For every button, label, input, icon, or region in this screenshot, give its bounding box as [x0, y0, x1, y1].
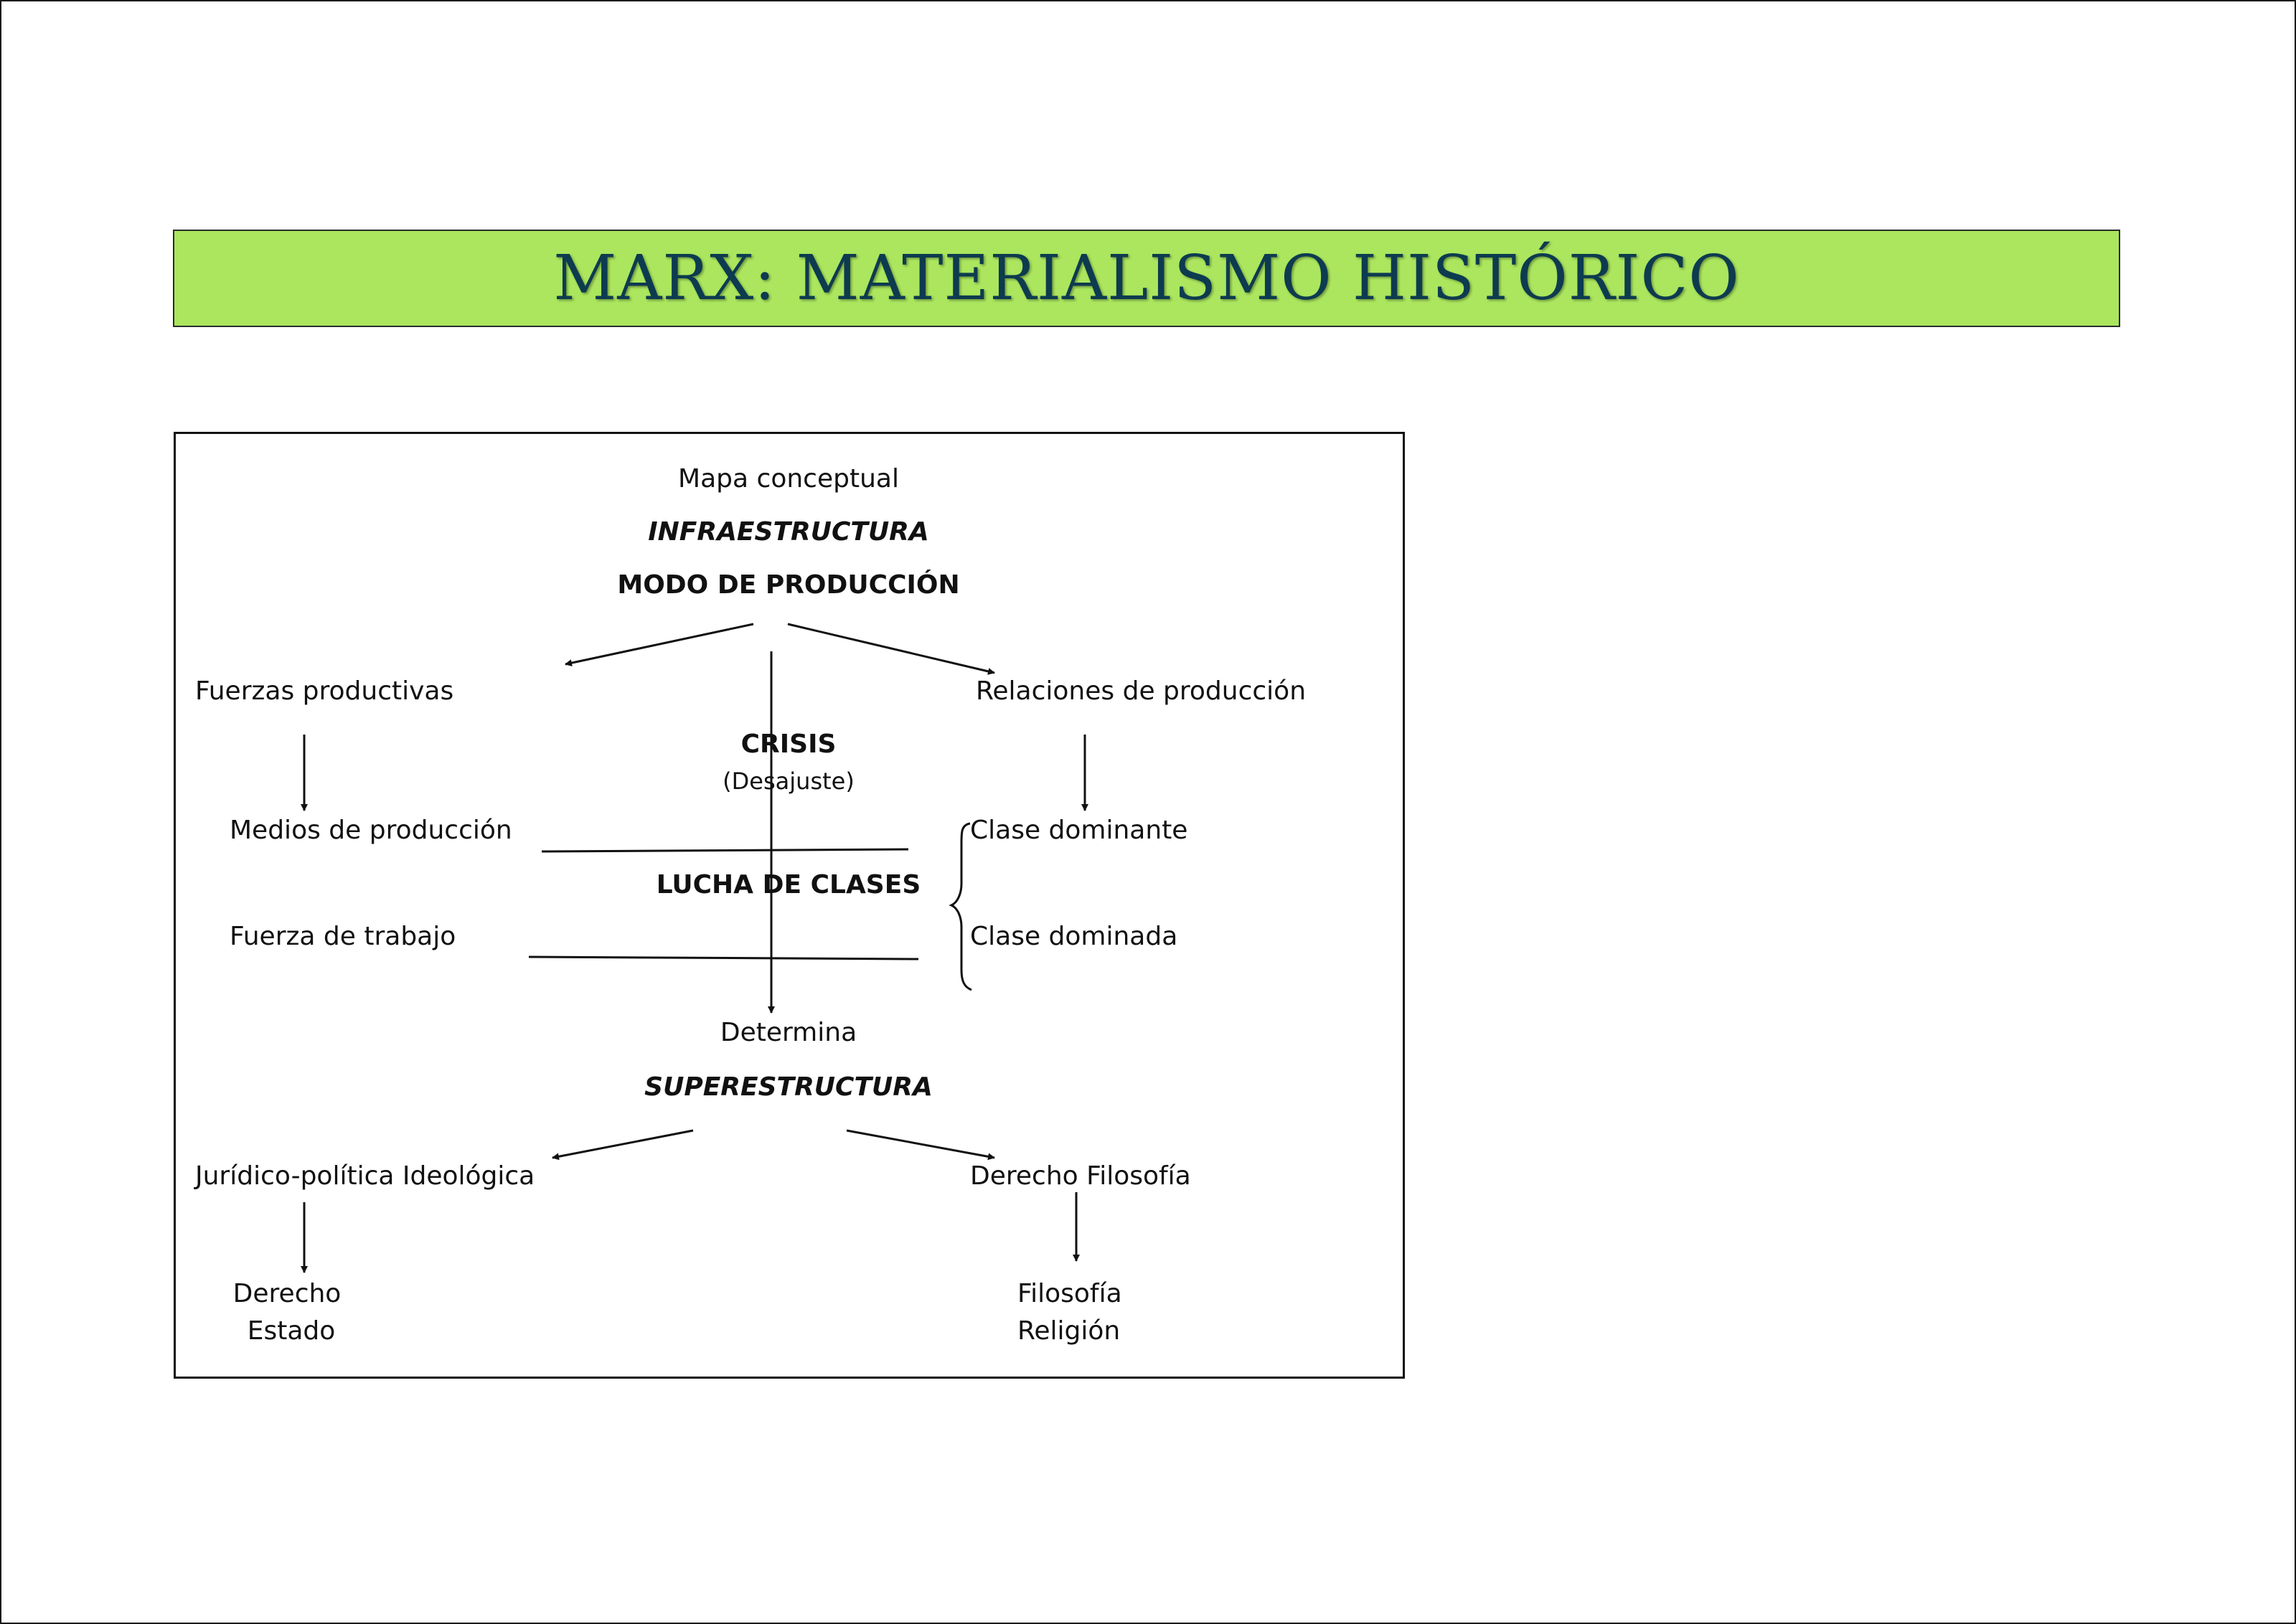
link-fuerza-clase-dominada [528, 955, 919, 960]
arrow-to-fuerzas-productivas [565, 623, 754, 667]
arrow-to-derecho-filosofia [846, 1129, 995, 1161]
node-lucha-clases: LUCHA DE CLASES [656, 870, 921, 900]
node-estado: Estado [247, 1316, 336, 1346]
concept-map [174, 432, 1405, 1379]
node-determina: Determina [720, 1018, 857, 1047]
node-relaciones-produccion: Relaciones de producción [976, 676, 1307, 706]
node-derecho-filosofia: Derecho Filosofía [970, 1161, 1191, 1191]
node-religion: Religión [1017, 1316, 1121, 1346]
node-crisis: CRISIS [740, 730, 837, 759]
node-filosofia: Filosofía [1017, 1279, 1122, 1308]
clases-brace [949, 822, 972, 991]
node-clase-dominante: Clase dominante [970, 816, 1188, 845]
node-clase-dominada: Clase dominada [970, 922, 1178, 951]
arrow-to-juridico-politica [552, 1129, 694, 1161]
node-juridico-politica: Jurídico-política Ideológica [195, 1161, 535, 1191]
node-superestructura: SUPERESTRUCTURA [644, 1072, 933, 1102]
page-title: MARX: MATERIALISMO HISTÓRICO [553, 242, 1740, 314]
node-infraestructura: INFRAESTRUCTURA [648, 517, 929, 547]
node-fuerza-trabajo: Fuerza de trabajo [230, 922, 456, 951]
link-medios-clase-dominante [541, 848, 909, 853]
node-desajuste: (Desajuste) [723, 768, 855, 795]
node-medios-produccion: Medios de producción [230, 816, 512, 845]
node-derecho: Derecho [232, 1279, 342, 1308]
node-fuerzas-productivas: Fuerzas productivas [195, 676, 454, 706]
map-caption: Mapa conceptual [678, 464, 899, 494]
arrow-to-relaciones-produccion [787, 623, 995, 675]
title-banner: MARX: MATERIALISMO HISTÓRICO [173, 230, 2120, 327]
node-modo-produccion: MODO DE PRODUCCIÓN [617, 570, 960, 600]
